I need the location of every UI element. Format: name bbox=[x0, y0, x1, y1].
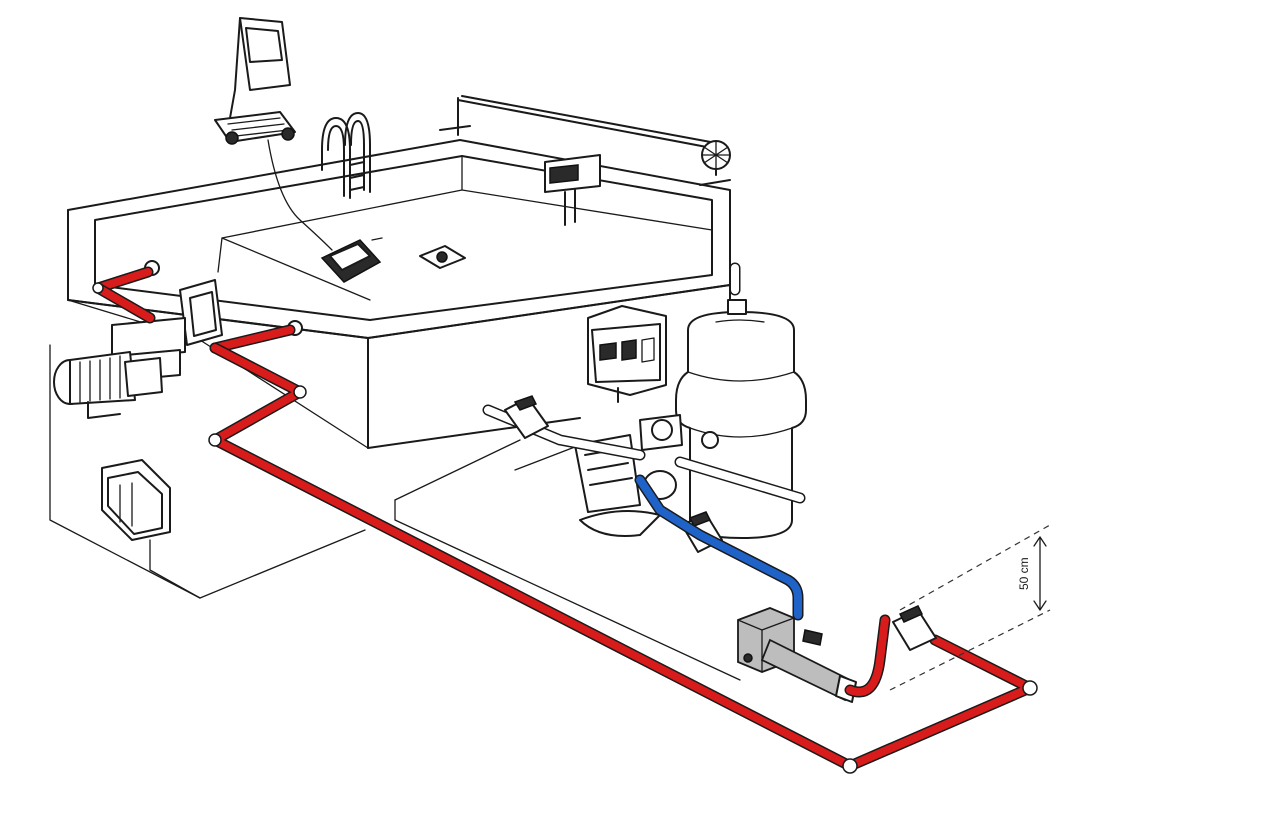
dimension-label: 50 cm bbox=[1017, 557, 1031, 590]
robot-caddy bbox=[214, 17, 333, 251]
cover-roller bbox=[439, 95, 731, 186]
pool-basin bbox=[49, 139, 741, 681]
hot-pipe-red bbox=[92, 266, 1038, 774]
control-panel bbox=[587, 305, 667, 403]
wall-control-box bbox=[101, 459, 171, 541]
dimension-marker: 50 cm bbox=[889, 524, 1051, 691]
sand-filter-tank bbox=[675, 299, 807, 539]
valve-upper-left bbox=[504, 395, 549, 439]
left-pump-motor bbox=[53, 351, 163, 419]
robot-cleaner bbox=[320, 237, 383, 283]
skimmer bbox=[544, 154, 601, 226]
cold-pipe-blue bbox=[634, 474, 804, 621]
main-drain bbox=[419, 245, 466, 269]
pool-ladder bbox=[321, 112, 371, 199]
valve-red-line bbox=[892, 605, 937, 651]
heat-exchanger bbox=[737, 607, 857, 703]
counter-current-unit bbox=[111, 279, 223, 381]
